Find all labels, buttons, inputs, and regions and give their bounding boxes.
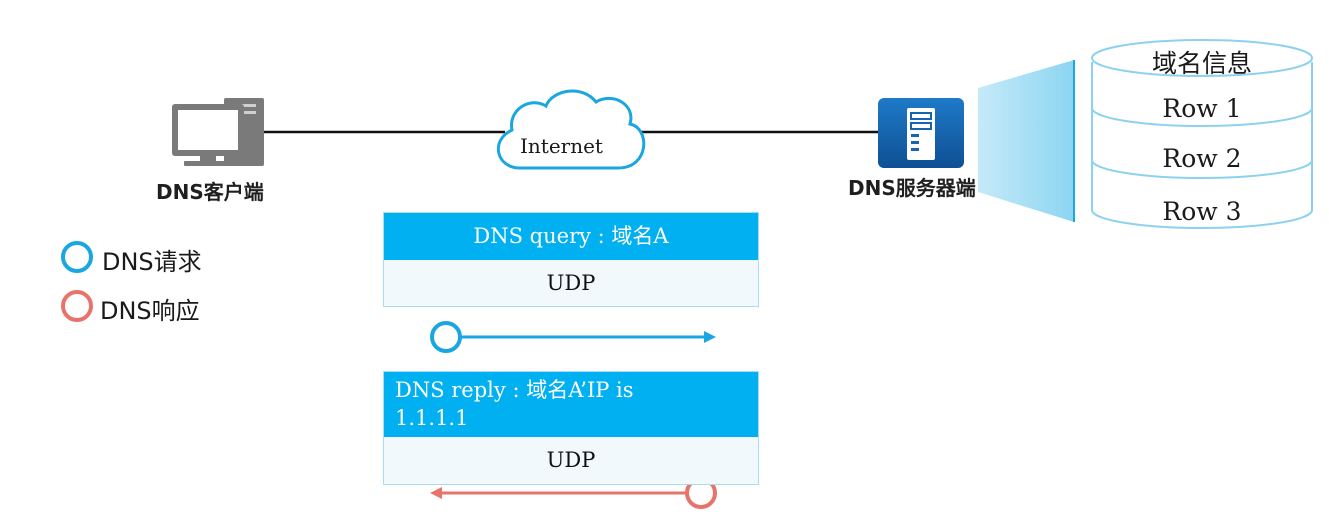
reply-packet-transport: UDP (384, 437, 758, 484)
database-row-1: Row 1 (1162, 94, 1242, 123)
computer-icon (172, 98, 264, 166)
request-origin-marker (430, 321, 462, 353)
database-row-3: Row 3 (1162, 197, 1242, 226)
legend-response-label: DNS响应 (100, 297, 200, 325)
reply-packet-header-line2: 1.1.1.1 (395, 406, 469, 430)
client-label: DNS客户端 (156, 180, 264, 204)
database-icon (1091, 39, 1313, 229)
reply-packet-header: DNS reply : 域名A’IP is 1.1.1.1 (384, 372, 758, 437)
database-header: 域名信息 (1151, 49, 1252, 78)
legend-response-marker (61, 290, 93, 322)
legend-request-marker (61, 241, 93, 273)
cloud-icon (496, 89, 646, 170)
server-icon (878, 98, 964, 168)
legend-request-label: DNS请求 (102, 248, 202, 276)
internet-label: Internet (520, 134, 603, 158)
query-packet-transport: UDP (384, 260, 758, 306)
query-packet: DNS query : 域名A UDP (383, 212, 759, 307)
reply-packet: DNS reply : 域名A’IP is 1.1.1.1 UDP (383, 371, 759, 485)
query-packet-header: DNS query : 域名A (384, 213, 758, 260)
database-row-2: Row 2 (1162, 144, 1242, 173)
server-label: DNS服务器端 (848, 176, 976, 200)
projection-beam (978, 60, 1074, 222)
reply-packet-header-line1: DNS reply : 域名A’IP is (395, 378, 634, 402)
